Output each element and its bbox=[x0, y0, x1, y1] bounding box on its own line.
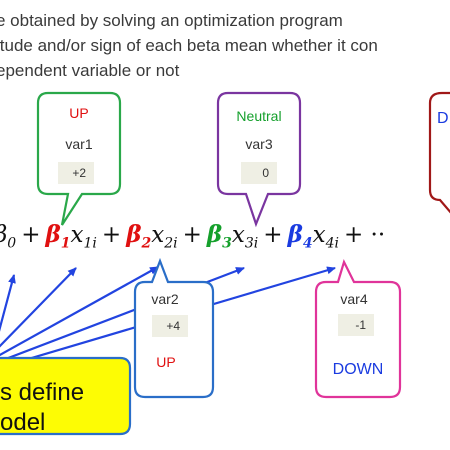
callout-var2-direction-label: UP bbox=[156, 354, 176, 370]
callout-var2-name: var2 bbox=[151, 291, 179, 307]
intro-line-2: itude and/or sign of each beta mean whet… bbox=[0, 36, 378, 55]
x-2-subscript: 2i bbox=[164, 235, 178, 252]
callout-var3-frame bbox=[216, 91, 302, 228]
plus-sign: + bbox=[21, 222, 41, 248]
beta-3: β3 bbox=[206, 221, 232, 252]
arrow-beta1 bbox=[0, 267, 77, 348]
beta-2: β2 bbox=[126, 221, 152, 252]
callout-var5-direction: D bbox=[437, 110, 450, 128]
x-3-subscript: 3i bbox=[244, 235, 259, 252]
x-1-term: x1i bbox=[70, 222, 97, 252]
callout-var3-name: var3 bbox=[245, 136, 273, 152]
callout-var4-name: var4 bbox=[340, 291, 368, 307]
beta-0-subscript: 0 bbox=[7, 235, 17, 252]
x-3-term: x3i bbox=[231, 222, 259, 252]
callout-var3-direction: Neutral bbox=[218, 108, 300, 124]
note-text: s define odel bbox=[0, 378, 135, 438]
callout-var3-direction-label: Neutral bbox=[236, 108, 282, 124]
note-line-1: s define bbox=[0, 379, 85, 406]
equation-trailing: + ·· bbox=[343, 222, 386, 248]
beta-0-term: β0 bbox=[0, 222, 16, 252]
x-2-term: x2i bbox=[151, 222, 178, 252]
plus-sign: + bbox=[101, 222, 122, 248]
callout-var5-direction-label: D bbox=[437, 110, 449, 127]
beta-3-subscript: 3 bbox=[222, 235, 232, 252]
callout-var1-frame bbox=[36, 91, 122, 226]
callout-var2-direction: UP bbox=[135, 354, 197, 370]
callout-var1-name: var1 bbox=[65, 136, 93, 152]
note-box bbox=[0, 356, 132, 436]
callout-var5-frame bbox=[428, 91, 450, 214]
intro-line-3: ependent variable or not bbox=[0, 61, 180, 80]
beta-2-subscript: 2 bbox=[141, 235, 152, 252]
callout-var2-value: +4 bbox=[152, 315, 188, 337]
callout-var4-direction-label: DOWN bbox=[332, 361, 384, 378]
callout-var4-value: -1 bbox=[338, 314, 374, 336]
callout-var1-direction: UP bbox=[38, 105, 120, 121]
x-4-term: x4i bbox=[312, 222, 339, 252]
callout-var1-direction-label: UP bbox=[69, 105, 89, 121]
plus-sign: + bbox=[182, 222, 202, 248]
beta-4-subscript: 4 bbox=[302, 235, 313, 252]
callout-var3-value: 0 bbox=[241, 162, 277, 184]
beta-4: β4 bbox=[287, 221, 313, 252]
beta-1: β1 bbox=[45, 221, 71, 252]
callout-var4-direction: DOWN bbox=[316, 361, 400, 379]
x-4-subscript: 4i bbox=[325, 235, 339, 252]
intro-line-1: e obtained by solving an optimization pr… bbox=[0, 11, 343, 30]
callout-var1-value: +2 bbox=[58, 162, 94, 184]
note-line-2: odel bbox=[0, 409, 46, 436]
regression-equation: β0+β1x1i+β2x2i+β3x3i+β4x4i+ ·· bbox=[0, 221, 450, 261]
arrow-beta2 bbox=[0, 266, 159, 357]
x-1-subscript: 1i bbox=[83, 235, 97, 252]
beta-1-subscript: 1 bbox=[60, 235, 71, 252]
plus-sign: + bbox=[263, 222, 283, 248]
arrow-beta0 bbox=[0, 274, 16, 332]
intro-text: e obtained by solving an optimization pr… bbox=[0, 8, 450, 83]
